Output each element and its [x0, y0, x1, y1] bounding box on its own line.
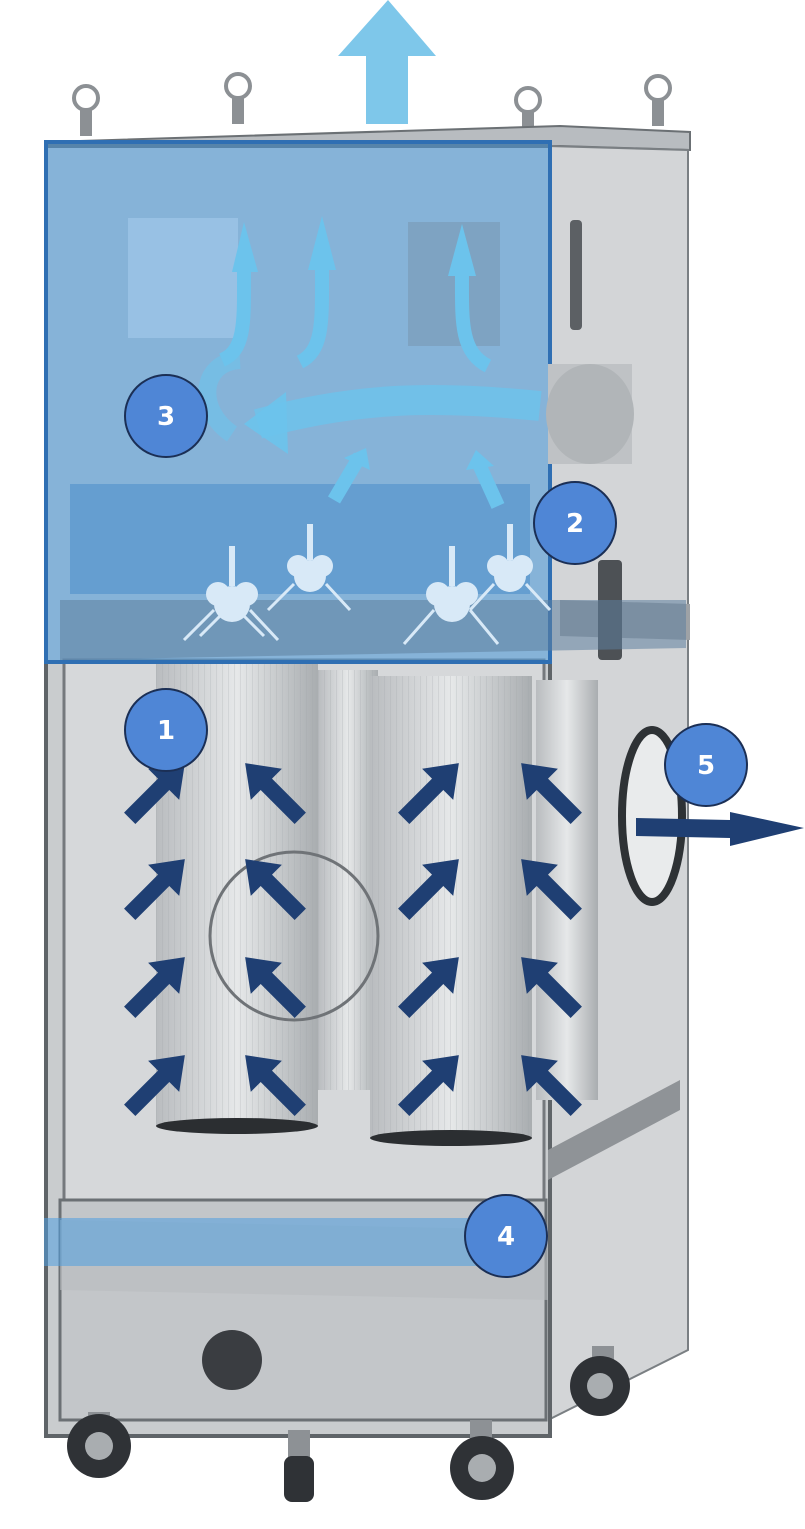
diagonal-arrow-icon	[245, 957, 306, 1018]
diagonal-arrow-icon	[398, 859, 459, 920]
lifting-eye	[72, 84, 100, 136]
casters	[67, 1330, 630, 1502]
diagonal-arrow-icon	[521, 859, 582, 920]
lifting-eye	[224, 72, 252, 124]
lifting-eye	[644, 74, 672, 126]
caster-wheel-icon	[67, 1412, 131, 1478]
inlet-arrow-icon	[636, 812, 804, 846]
diagonal-arrow-icon	[245, 1055, 306, 1116]
badge-2: 2	[533, 481, 617, 565]
clean-air-up-arrows	[218, 216, 505, 509]
badge-1-label: 1	[157, 716, 175, 746]
pulse-bursts	[182, 524, 552, 645]
diagonal-arrow-icon	[521, 957, 582, 1018]
diagonal-arrow-icon	[521, 1055, 582, 1116]
badge-3: 3	[124, 374, 208, 458]
badge-3-label: 3	[157, 402, 175, 432]
badge-2-label: 2	[566, 509, 584, 539]
up-arrow-icon	[218, 222, 258, 367]
caster-wheel-icon	[202, 1330, 262, 1390]
diagonal-arrow-icon	[245, 763, 306, 824]
diagonal-arrow-icon	[327, 448, 370, 504]
badge-4-label: 4	[497, 1222, 515, 1252]
diagonal-arrow-icon	[521, 763, 582, 824]
hopper-blue-band	[44, 1218, 528, 1266]
pulse-burst-icon	[402, 546, 500, 645]
up-arrow-icon	[448, 224, 492, 373]
badge-1: 1	[124, 688, 208, 772]
badge-5-label: 5	[697, 751, 715, 781]
pulse-burst-icon	[468, 524, 552, 612]
caster-wheel-icon	[284, 1430, 314, 1502]
up-arrow-icon	[296, 216, 336, 369]
diagonal-arrow-icon	[398, 1055, 459, 1116]
filter-cartridge	[318, 670, 378, 1090]
pulse-burst-icon	[266, 524, 352, 612]
diagonal-arrow-icon	[245, 859, 306, 920]
filtration-flow-arrows	[124, 763, 582, 1116]
badge-5: 5	[664, 723, 748, 807]
diagonal-arrow-icon	[124, 957, 185, 1018]
caster-wheel-icon	[570, 1346, 630, 1416]
diagonal-arrow-icon	[398, 957, 459, 1018]
diagonal-arrow-icon	[124, 1055, 185, 1116]
diagonal-arrow-icon	[124, 859, 185, 920]
pulse-burst-icon	[182, 546, 280, 642]
badge-4: 4	[464, 1194, 548, 1278]
diagonal-arrow-icon	[124, 763, 185, 824]
caster-wheel-icon	[450, 1420, 514, 1500]
diagonal-arrow-icon	[466, 450, 505, 509]
exhaust-up-arrow-icon	[338, 0, 436, 124]
diagonal-arrow-icon	[398, 763, 459, 824]
